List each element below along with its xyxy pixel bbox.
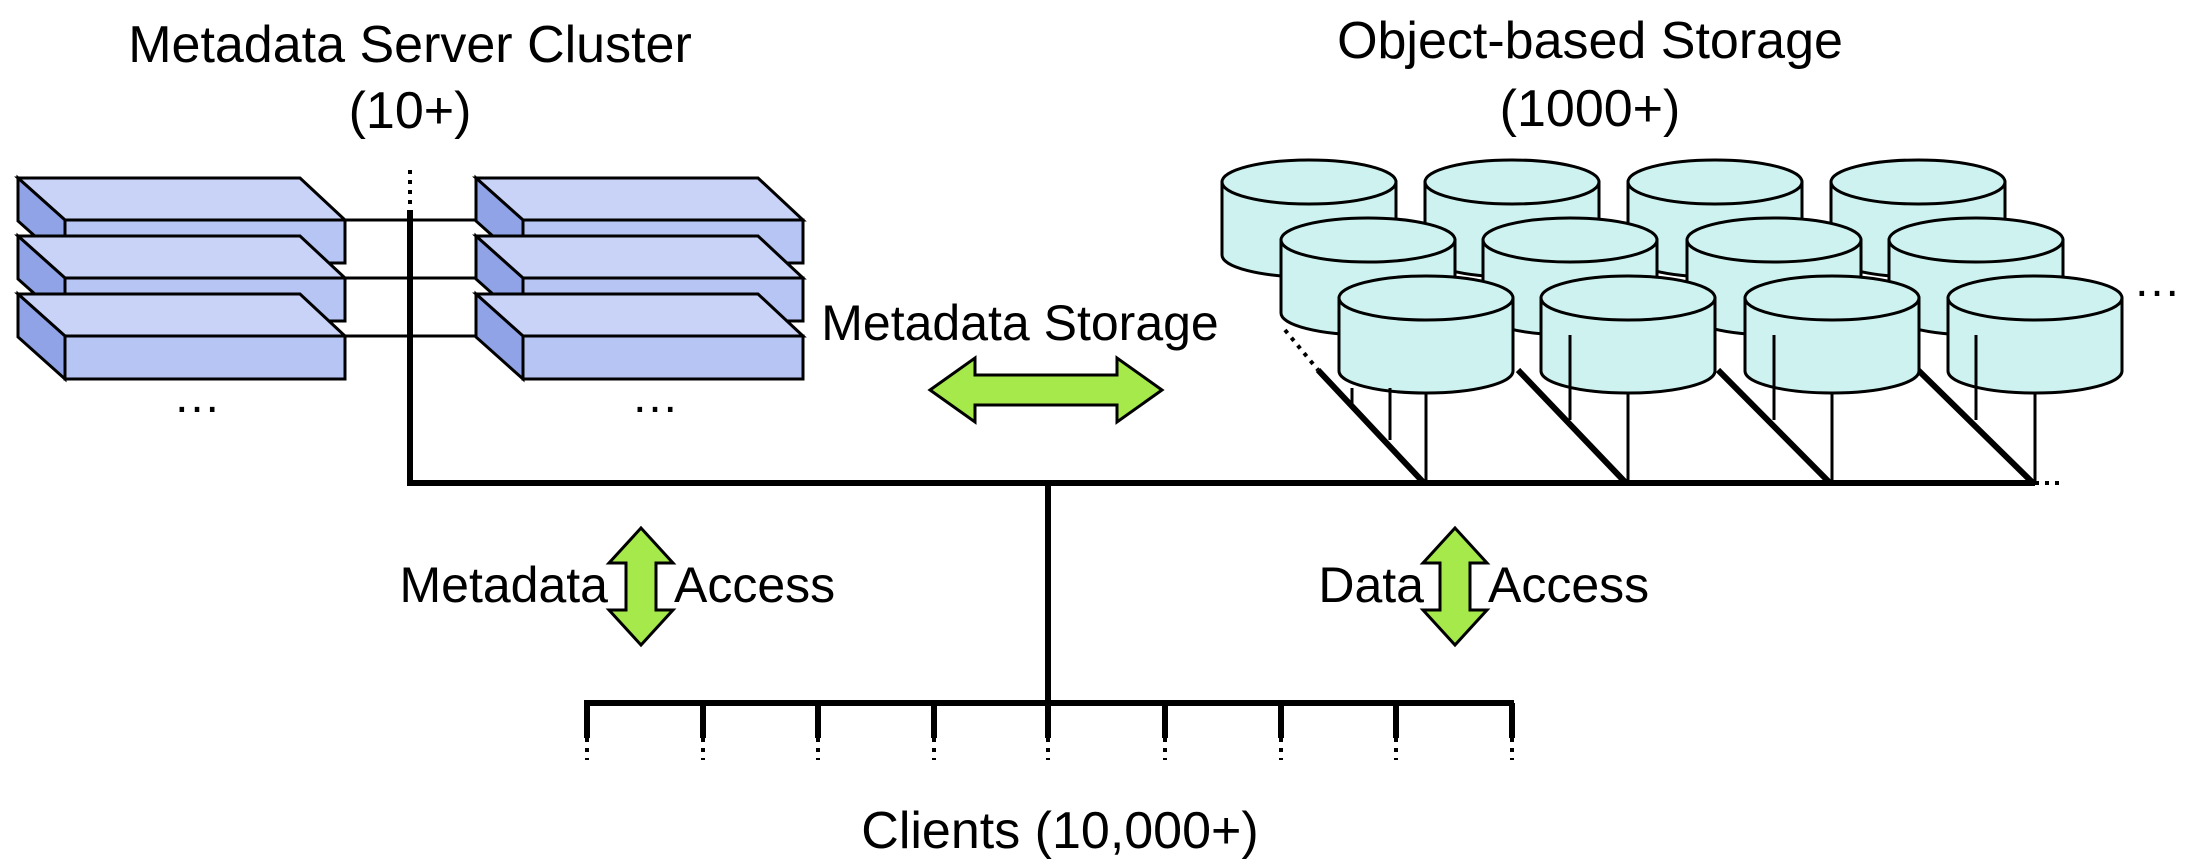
osd-rack-link (1515, 367, 1629, 486)
disk (1337, 274, 1515, 395)
ellipsis-disk-array: … (2133, 254, 2181, 307)
server-unit (14, 290, 349, 383)
metadata-storage-arrow (927, 355, 1165, 425)
server-stack-left (14, 174, 349, 383)
ellipsis-right-stack: … (631, 370, 679, 423)
mds-count: (10+) (349, 82, 472, 140)
osd-title: Object-based Storage (1337, 12, 1843, 70)
osd-rack-link (1315, 367, 1427, 486)
disk (1539, 274, 1717, 395)
metadata-label: Metadata (400, 557, 609, 613)
client-drops (584, 703, 1515, 760)
access-right-label: Access (1488, 557, 1649, 613)
disk (1946, 274, 2124, 395)
metadata-storage-label: Metadata Storage (821, 295, 1219, 351)
server-unit (472, 290, 807, 383)
access-left-label: Access (674, 557, 835, 613)
ellipsis-left-stack: … (173, 370, 221, 423)
osd-count: (1000+) (1500, 80, 1681, 138)
disk (1743, 274, 1921, 395)
osd-rack-link (1715, 367, 1833, 486)
metadata-access-arrow (605, 525, 677, 648)
disk-ties (1350, 335, 2037, 483)
data-label: Data (1318, 557, 1424, 613)
disk-array (1220, 158, 2124, 395)
osd-rack-link (1915, 367, 2036, 486)
mds-title: Metadata Server Cluster (128, 16, 692, 74)
server-stack-right (472, 174, 807, 383)
clients-label: Clients (10,000+) (861, 802, 1258, 860)
osd-dotted-link (1283, 328, 1320, 372)
data-access-arrow (1419, 525, 1491, 648)
